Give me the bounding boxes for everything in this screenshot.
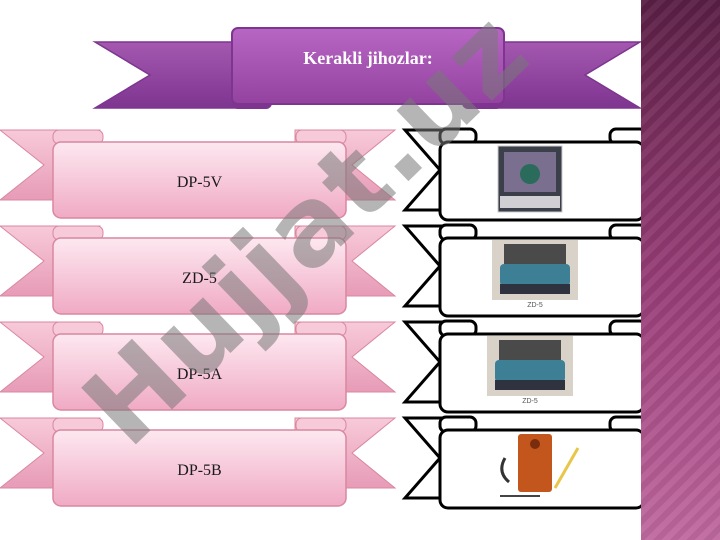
photo-caption: ZD-5 [522,398,538,405]
item-label: DP-5A [176,366,223,383]
item-banner-left [0,417,397,507]
slide-title: Kerakli jihozlar: [303,48,433,68]
device-photo-dp5b-icon [500,434,580,497]
item-label: DP-5V [176,174,223,191]
device-photo-dp5a-icon [487,336,573,396]
item-banner-left [0,129,397,219]
item-banner-right [401,415,684,510]
photo-caption: ZD-5 [527,302,543,309]
item-banner-right [401,127,684,222]
item-banner-left [0,321,397,411]
item-banner-left [0,225,397,315]
item-label: ZD-5 [182,270,217,287]
device-photo-dp5v-icon [497,145,563,213]
device-photo-zd5-icon [492,240,578,300]
item-label: DP-5B [177,462,222,479]
title-banner [92,27,643,109]
decorative-side-panel [641,0,720,540]
